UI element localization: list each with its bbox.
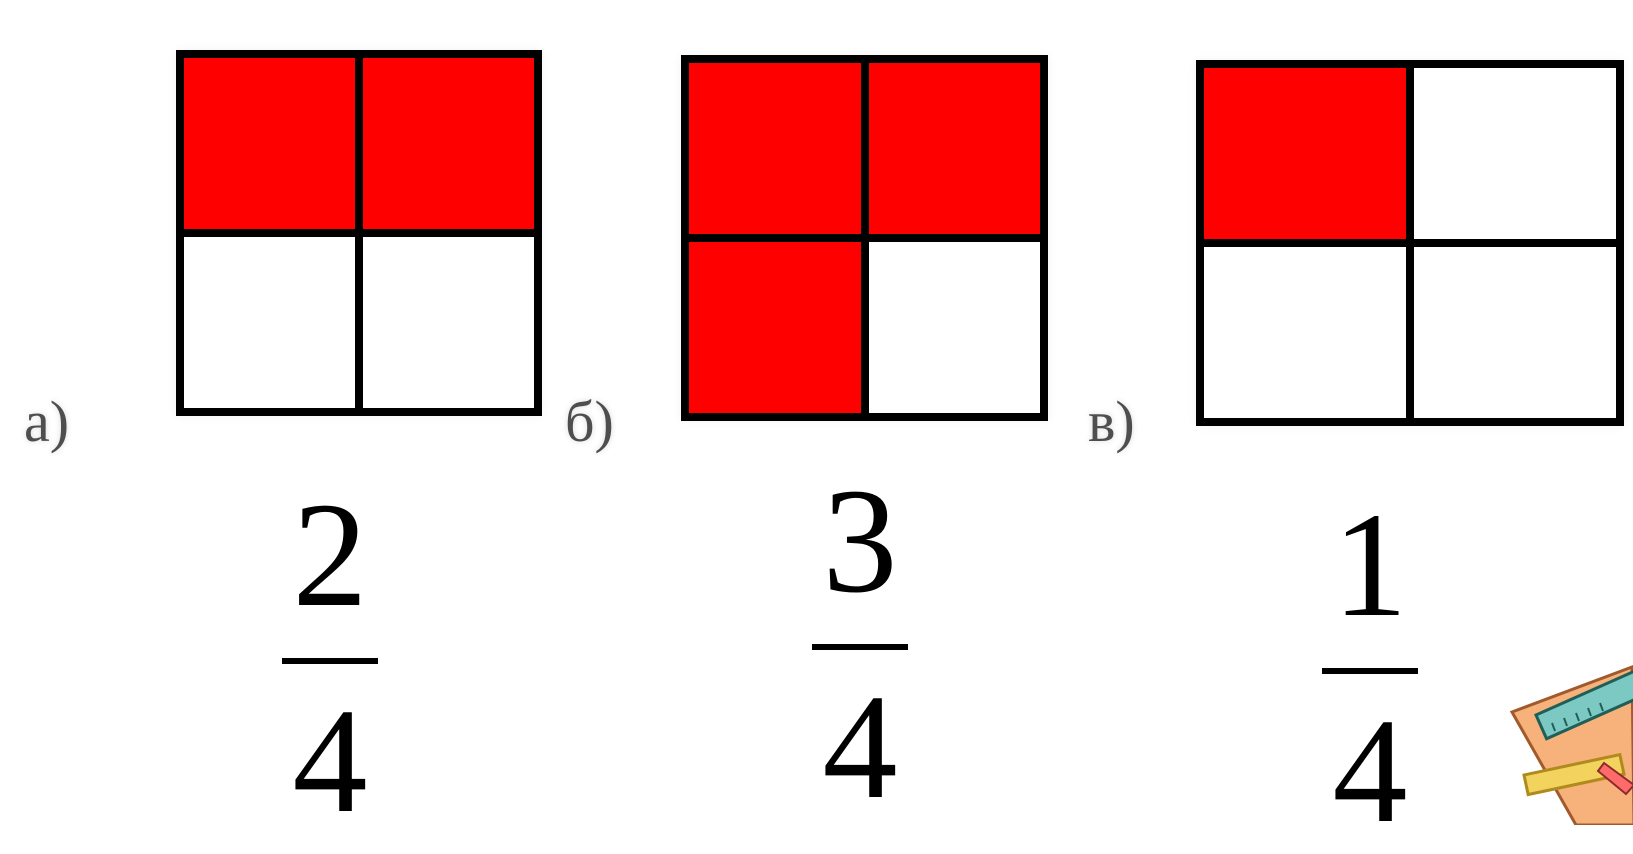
grid-a-cell-3 (184, 237, 355, 408)
grid-c-cell-1 (1204, 68, 1406, 239)
grid-b-cell-2 (868, 63, 1040, 234)
grid-b-cell-1 (689, 63, 861, 234)
grid-c-cell-4 (1414, 247, 1616, 418)
fraction-b-denominator: 4 (822, 664, 898, 830)
grid-b-cell-3 (689, 242, 861, 413)
grid-a (176, 50, 542, 416)
fraction-a-denominator: 4 (292, 678, 368, 844)
grid-c-cell-3 (1204, 247, 1406, 418)
fraction-b-bar (812, 644, 908, 650)
fraction-exercise: а) 2 4 б) 3 4 в) 1 4 (24, 50, 1633, 846)
label-b: б) (565, 389, 614, 454)
grid-b-cell-4 (868, 242, 1040, 413)
grid-c-cell-2 (1414, 68, 1616, 239)
fraction-b: 3 4 (790, 466, 930, 822)
label-a: а) (24, 389, 70, 454)
grid-a-cell-1 (184, 58, 355, 229)
label-c: в) (1088, 389, 1135, 454)
fraction-a-bar (282, 658, 378, 664)
fraction-c-bar (1322, 668, 1418, 674)
fraction-c: 1 4 (1300, 490, 1440, 846)
grid-a-cell-2 (363, 58, 534, 229)
fraction-c-numerator: 1 (1332, 482, 1408, 648)
fraction-c-denominator: 4 (1332, 688, 1408, 854)
grid-b (681, 55, 1048, 421)
grid-c (1196, 60, 1624, 426)
grid-a-cell-4 (363, 237, 534, 408)
ruler-and-pencil-clipart-icon (1494, 645, 1633, 825)
fraction-a: 2 4 (260, 480, 400, 836)
fraction-b-numerator: 3 (822, 458, 898, 624)
fraction-a-numerator: 2 (292, 472, 368, 638)
